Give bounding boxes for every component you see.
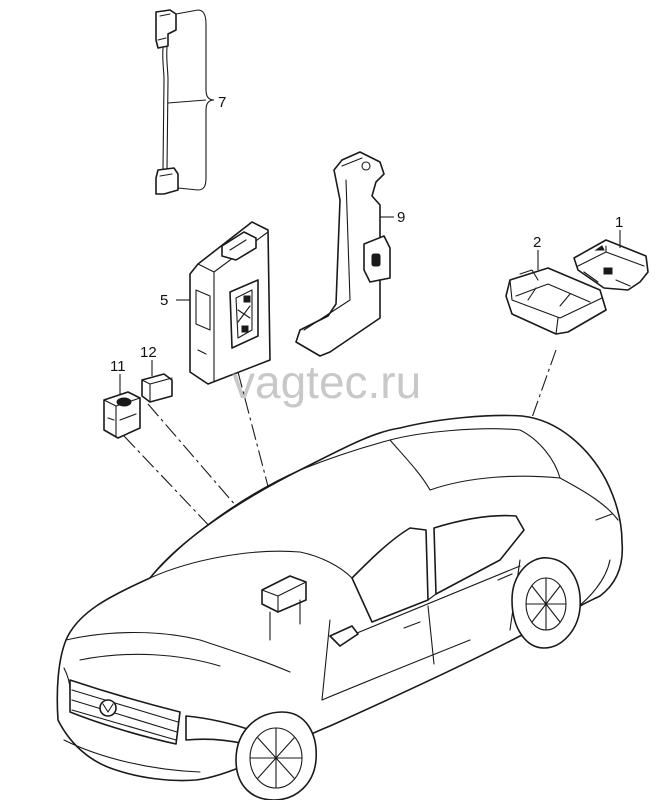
callout-7-bracket [167, 9, 215, 191]
part-5-control-unit [189, 221, 271, 385]
part-11-socket [103, 391, 141, 439]
vehicle-illustration [56, 414, 624, 800]
callout-11: 11 [110, 358, 126, 375]
callout-2: 2 [533, 234, 541, 251]
callout-7: 7 [218, 94, 226, 111]
callout-12: 12 [140, 344, 157, 361]
part-7-cable-harness [155, 9, 179, 195]
part-2-holder [505, 267, 607, 335]
callout-9: 9 [397, 209, 405, 226]
part-1-module [573, 239, 649, 291]
callout-5: 5 [160, 292, 168, 309]
watermark-text: vagtec.ru [232, 356, 421, 408]
part-12-cover [141, 373, 173, 403]
callout-1: 1 [615, 214, 623, 231]
part-9-bracket [295, 151, 391, 357]
